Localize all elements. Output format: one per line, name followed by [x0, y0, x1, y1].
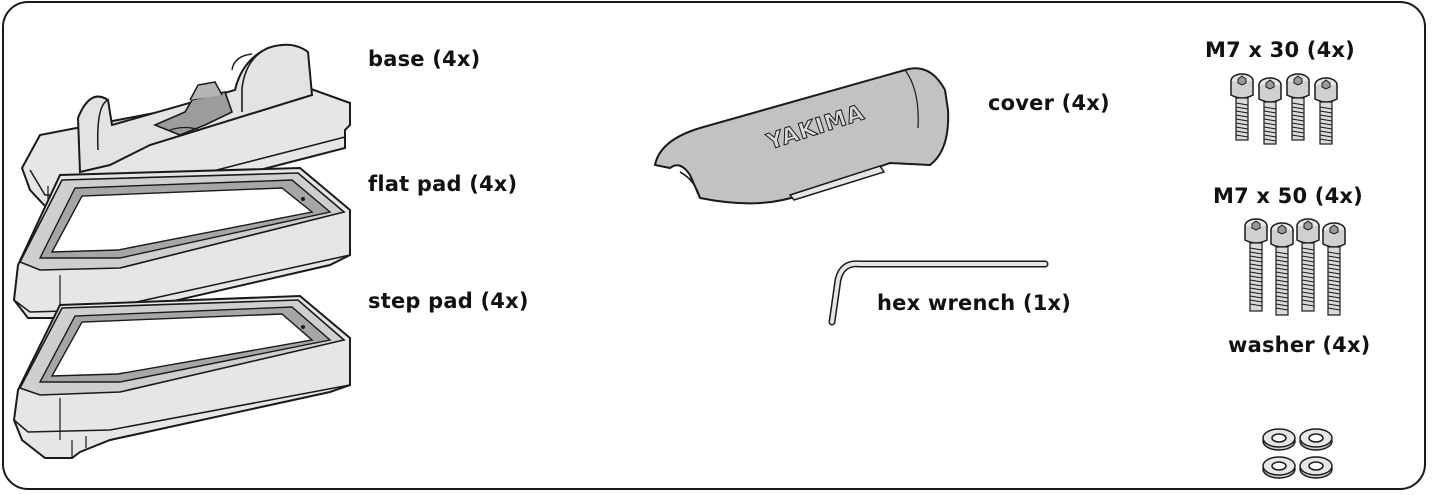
bolts-m7x30-part [1230, 73, 1338, 145]
washers-part [1262, 428, 1333, 479]
cover-part [653, 67, 950, 205]
step-pad-part [12, 294, 351, 459]
label-step-pad: step pad (4x) [368, 289, 529, 313]
label-bolts-m7x50: M7 x 50 (4x) [1213, 184, 1363, 208]
label-flat-pad: flat pad (4x) [368, 172, 518, 196]
label-cover: cover (4x) [988, 91, 1110, 115]
label-bolts-m7x30: M7 x 30 (4x) [1205, 38, 1355, 62]
flat-pad-part [12, 166, 351, 319]
bolts-m7x50-part [1244, 218, 1346, 316]
hex-wrench-part [828, 260, 1049, 326]
label-base: base (4x) [368, 47, 481, 71]
label-washer: washer (4x) [1228, 333, 1371, 357]
label-hex-wrench: hex wrench (1x) [877, 291, 1072, 315]
